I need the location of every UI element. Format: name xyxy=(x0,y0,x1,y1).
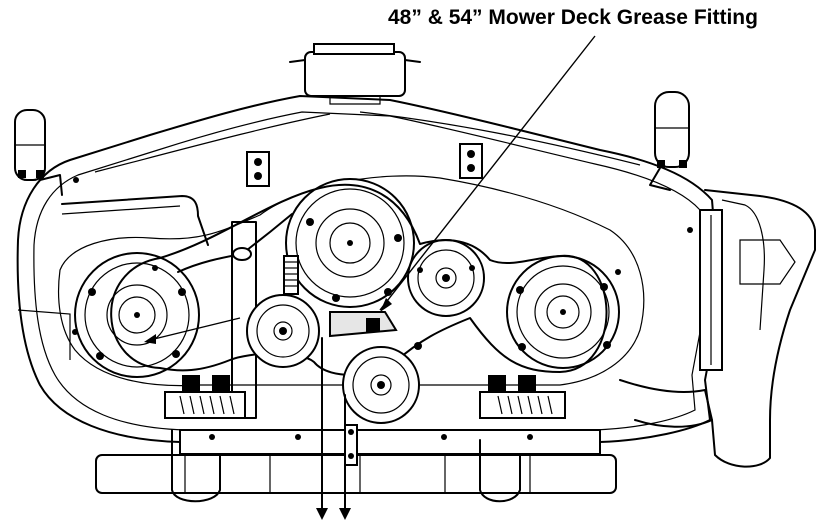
deck-left-ledge xyxy=(17,309,71,360)
pointer-arrowhead xyxy=(144,334,156,344)
cable-end xyxy=(232,247,252,261)
front-roller-bar xyxy=(95,429,617,503)
left-wheel-bracket xyxy=(14,109,63,196)
belt-guide-bracket xyxy=(366,318,380,332)
rear-center-roller xyxy=(289,43,421,105)
front-hitch xyxy=(321,337,358,513)
chute-arrow-mark xyxy=(739,239,796,285)
tension-spring-center xyxy=(283,255,299,295)
idler-arm xyxy=(231,221,257,419)
center-spindle-pulley xyxy=(285,178,415,308)
right-wheel-bracket xyxy=(649,91,690,191)
arrow-down-left xyxy=(316,508,328,520)
chute-inner-line xyxy=(721,199,765,331)
mount-block-right xyxy=(459,143,483,179)
mount-block-left xyxy=(246,151,270,187)
deck-bolt-3 xyxy=(414,342,422,350)
left-spindle-pulley xyxy=(74,252,200,378)
deck-bolt-4 xyxy=(73,177,79,183)
callout-arrowhead xyxy=(380,298,392,312)
idler-pulley-left xyxy=(246,294,320,368)
grease-fitting-pulley xyxy=(407,239,485,317)
pointer-arrow-shaft xyxy=(149,317,241,341)
deck-bolt-5 xyxy=(687,227,693,233)
callout-label: 48” & 54” Mower Deck Grease Fitting xyxy=(388,6,758,29)
tension-plate xyxy=(329,311,398,338)
deck-inner-contour xyxy=(57,175,645,387)
lift-rod-tube xyxy=(61,205,181,215)
drive-belt xyxy=(110,183,608,376)
left-spring-assembly xyxy=(164,375,246,419)
right-spindle-pulley xyxy=(506,255,620,369)
discharge-chute xyxy=(704,189,816,468)
arrow-down-right xyxy=(339,508,351,520)
chute-lower-flap xyxy=(619,379,713,428)
idler-pulley-lower xyxy=(342,346,420,424)
right-spring-assembly xyxy=(479,375,566,419)
deck-bolt-2 xyxy=(615,269,621,275)
deck-top-ridge xyxy=(94,111,641,173)
deck-bolt-1 xyxy=(72,329,78,335)
lift-rod xyxy=(61,195,209,246)
callout-leader-line xyxy=(379,35,596,311)
